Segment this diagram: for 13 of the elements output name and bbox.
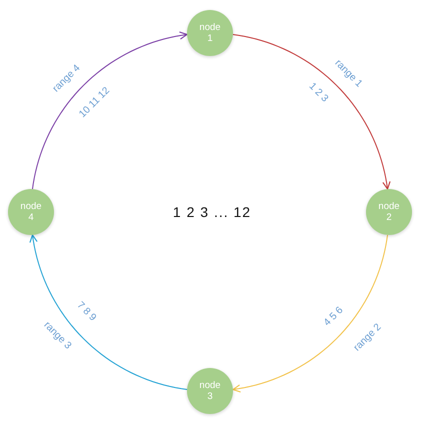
arrow <box>232 34 391 190</box>
node-label: node 1 <box>199 22 221 44</box>
node-circle <box>187 368 233 414</box>
arrow <box>232 234 388 393</box>
node-label: node 4 <box>20 201 42 223</box>
node-circle <box>187 10 233 56</box>
center-label: 1 2 3 ... 12 <box>172 204 252 220</box>
node-circle <box>8 189 54 235</box>
arrow <box>32 31 188 190</box>
arrow <box>29 234 188 390</box>
node-label: node 3 <box>199 380 221 402</box>
node-label: node 2 <box>378 201 400 223</box>
node-circle <box>366 189 412 235</box>
